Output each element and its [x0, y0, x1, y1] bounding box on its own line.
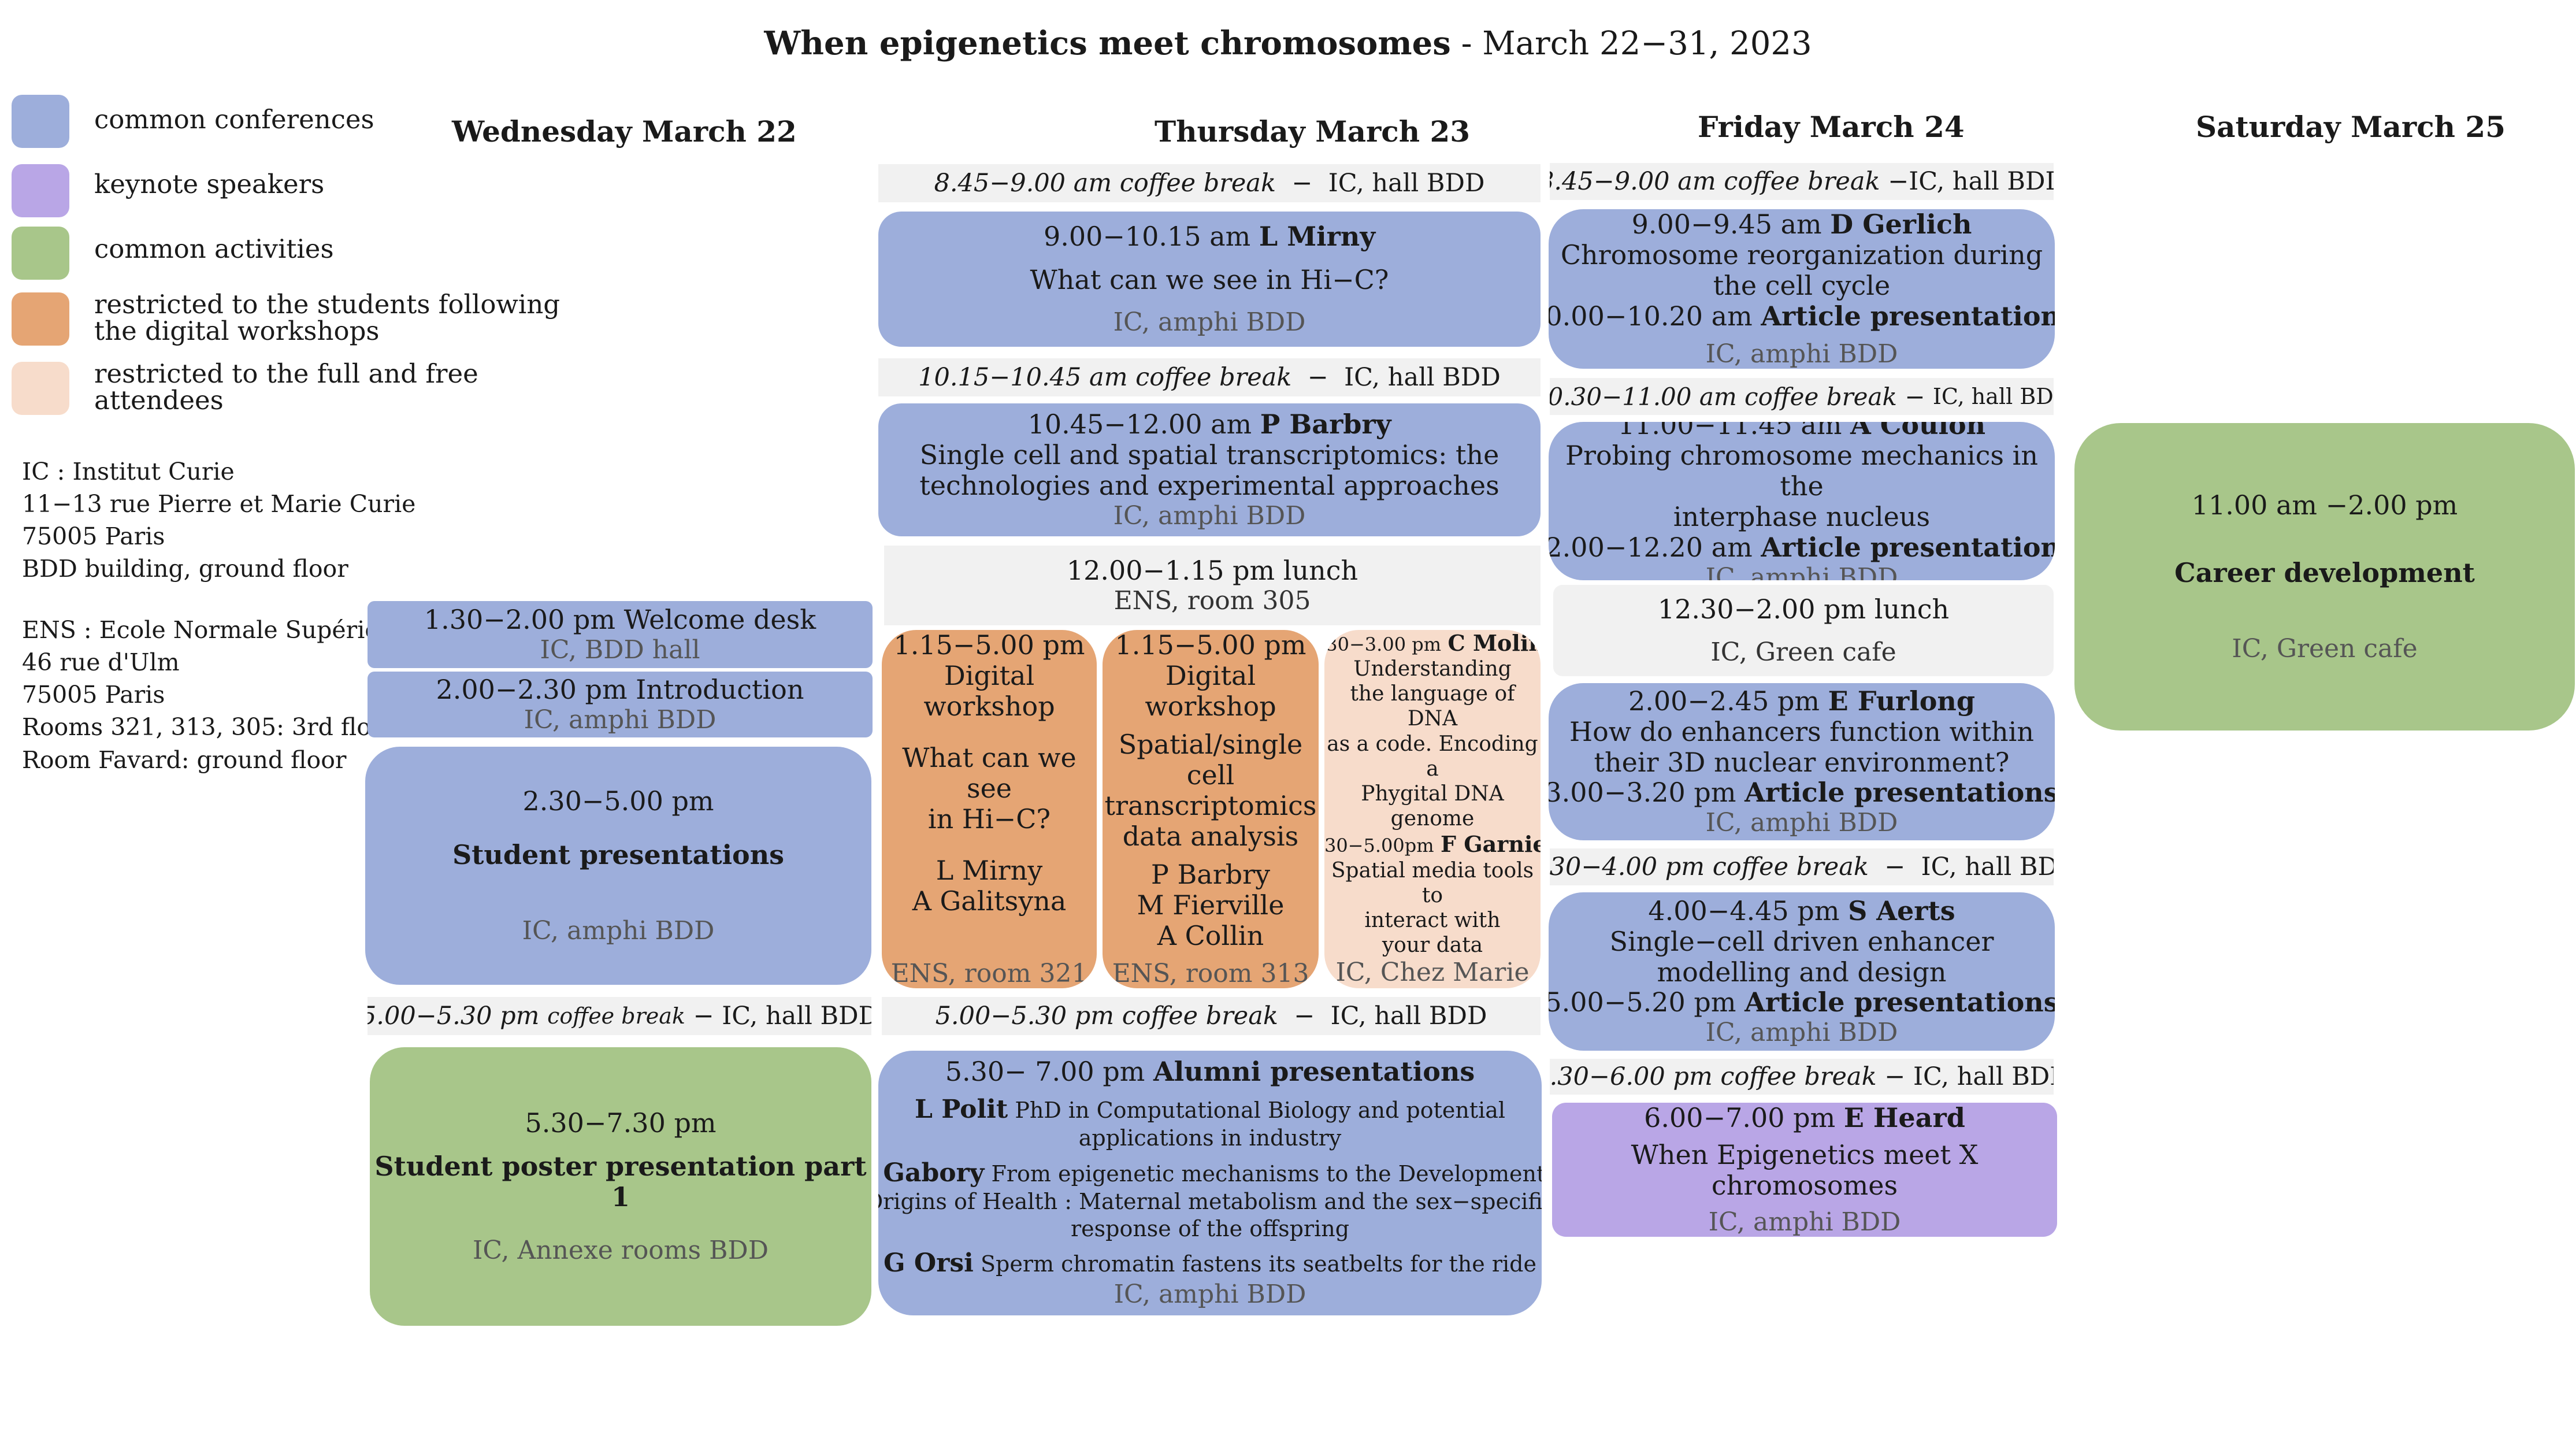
- fri-heard-keynote: 6.00−7.00 pm E Heard When Epigenetics me…: [1552, 1103, 2057, 1237]
- fri-furlong-talk: 2.00−2.45 pm E Furlong How do enhancers …: [1549, 683, 2055, 840]
- day-header-friday: Friday March 24: [1698, 110, 1965, 144]
- wed-student-poster: 5.30−7.30 pm Student poster presentation…: [370, 1047, 871, 1326]
- day-header-thursday: Thursday March 23: [1155, 114, 1471, 149]
- legend-item-common-activities: common activities: [94, 233, 334, 264]
- day-header-wednesday: Wednesday March 22: [452, 114, 797, 149]
- thu-digital-workshop-hic: 1.15−5.00 pm Digital workshop What can w…: [882, 630, 1097, 988]
- thu-free-attendees-sessions: 1.30−3.00 pm C Molins Understanding the …: [1324, 630, 1541, 988]
- fri-aerts-talk: 4.00−4.45 pm S Aerts Single−cell driven …: [1549, 892, 2055, 1051]
- fri-coffee-break-4: 5.30−6.00 pm coffee break − IC, hall BDD: [1550, 1059, 2054, 1095]
- fri-lunch: 12.30−2.00 pm lunch IC, Green cafe: [1553, 585, 2054, 676]
- thu-barbry-talk: 10.45−12.00 am P Barbry Single cell and …: [878, 403, 1541, 536]
- fri-gerlich-talk: 9.00−9.45 am D Gerlich Chromosome reorga…: [1549, 209, 2055, 369]
- thu-coffee-break-1: 8.45−9.00 am coffee break − IC, hall BDD: [878, 164, 1541, 202]
- wed-welcome-desk: 1.30−2.00 pm Welcome desk IC, BDD hall: [368, 601, 873, 668]
- peach-swatch-icon: [12, 362, 69, 415]
- purple-swatch-icon: [12, 164, 69, 217]
- event-dates: March 22−31, 2023: [1482, 25, 1812, 62]
- orange-swatch-icon: [12, 292, 69, 346]
- fri-coffee-break-1: 8.45−9.00 am coffee break −IC, hall BDD: [1550, 163, 2054, 200]
- legend-item-keynote-speakers: keynote speakers: [94, 169, 325, 199]
- page-title: When epigenetics meet chromosomes - Marc…: [0, 24, 2576, 62]
- thu-mirny-talk: 9.00−10.15 am L Mirny What can we see in…: [878, 212, 1541, 347]
- sat-career-development: 11.00 am −2.00 pm Career development IC,…: [2074, 423, 2575, 731]
- wed-student-presentations: 2.30−5.00 pm Student presentations IC, a…: [365, 747, 871, 985]
- wed-introduction: 2.00−2.30 pm Introduction IC, amphi BDD: [368, 672, 873, 737]
- thu-digital-workshop-spatial: 1.15−5.00 pm Digital workshop Spatial/si…: [1103, 630, 1319, 988]
- green-swatch-icon: [12, 227, 69, 280]
- thu-coffee-break-3: 5.00−5.30 pm coffee break − IC, hall BDD: [882, 997, 1541, 1035]
- blue-swatch-icon: [12, 95, 69, 148]
- day-header-saturday: Saturday March 25: [2196, 110, 2506, 144]
- legend-item-common-conferences: common conferences: [94, 104, 374, 135]
- title-dash: -: [1461, 25, 1472, 62]
- wed-coffee-break: 5.00−5.30 pm coffee break − IC, hall BDD: [368, 997, 871, 1035]
- event-title: When epigenetics meet chromosomes: [764, 24, 1451, 62]
- thu-lunch: 12.00−1.15 pm lunch ENS, room 305: [884, 546, 1541, 625]
- fri-coffee-break-2: 10.30−11.00 am coffee break − IC, hall B…: [1550, 378, 2054, 415]
- thu-alumni-presentations: 5.30− 7.00 pm Alumni presentations L Pol…: [878, 1051, 1542, 1315]
- fri-coulon-talk: 11.00−11.45 am A Coulon Probing chromoso…: [1549, 422, 2055, 580]
- fri-coffee-break-3: 3.30−4.00 pm coffee break − IC, hall BDD: [1550, 848, 2054, 885]
- thu-coffee-break-2: 10.15−10.45 am coffee break − IC, hall B…: [878, 358, 1541, 396]
